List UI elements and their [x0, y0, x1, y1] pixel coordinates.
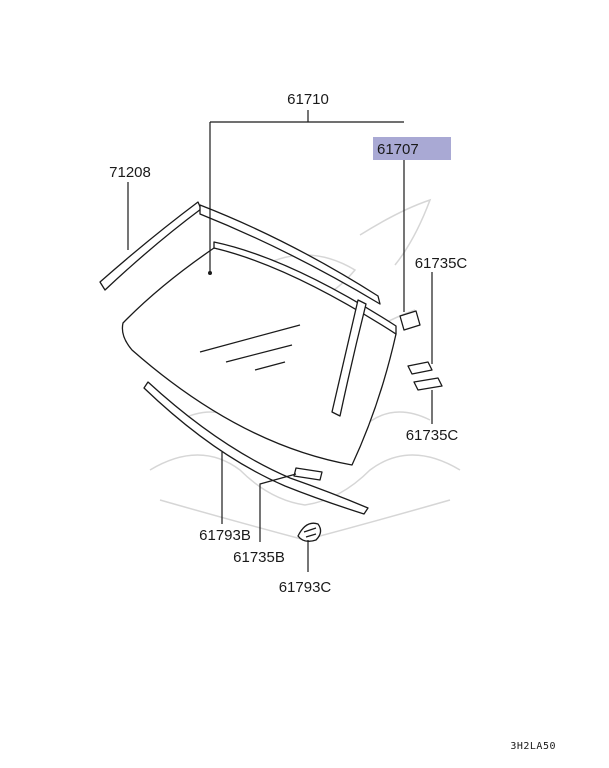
pillar-molding [331, 299, 367, 417]
glass-glare-1 [199, 324, 301, 353]
leader-dot [208, 271, 212, 275]
glass-glare-3 [254, 361, 286, 371]
diagram-code: 3H2LA50 [510, 741, 556, 752]
lower-molding-part [143, 381, 369, 515]
spacer-lower-part [413, 377, 443, 391]
label-highlighted-part[interactable]: 61707 [377, 141, 419, 158]
upper-frame-edge [213, 241, 397, 335]
label-clip[interactable]: 61793C [279, 579, 332, 596]
label-spacer-upper[interactable]: 61735C [415, 255, 468, 272]
label-side-molding[interactable]: 71208 [109, 164, 151, 181]
lower-spacer-part [293, 467, 323, 481]
leader-lower-spacer [259, 473, 297, 542]
spacer-upper-part [407, 361, 433, 375]
windshield-glass [121, 247, 397, 466]
upper-molding [199, 204, 381, 305]
label-spacer-lower[interactable]: 61735C [406, 427, 459, 444]
label-windshield[interactable]: 61710 [287, 91, 329, 108]
leader-windshield [209, 110, 404, 273]
clip-part [297, 522, 322, 542]
label-lower-spacer[interactable]: 61735B [233, 549, 285, 566]
label-lower-molding[interactable]: 61793B [199, 527, 251, 544]
highlight-box [373, 137, 451, 160]
highlighted-tab-part [399, 310, 421, 331]
glass-glare-2 [225, 344, 293, 363]
